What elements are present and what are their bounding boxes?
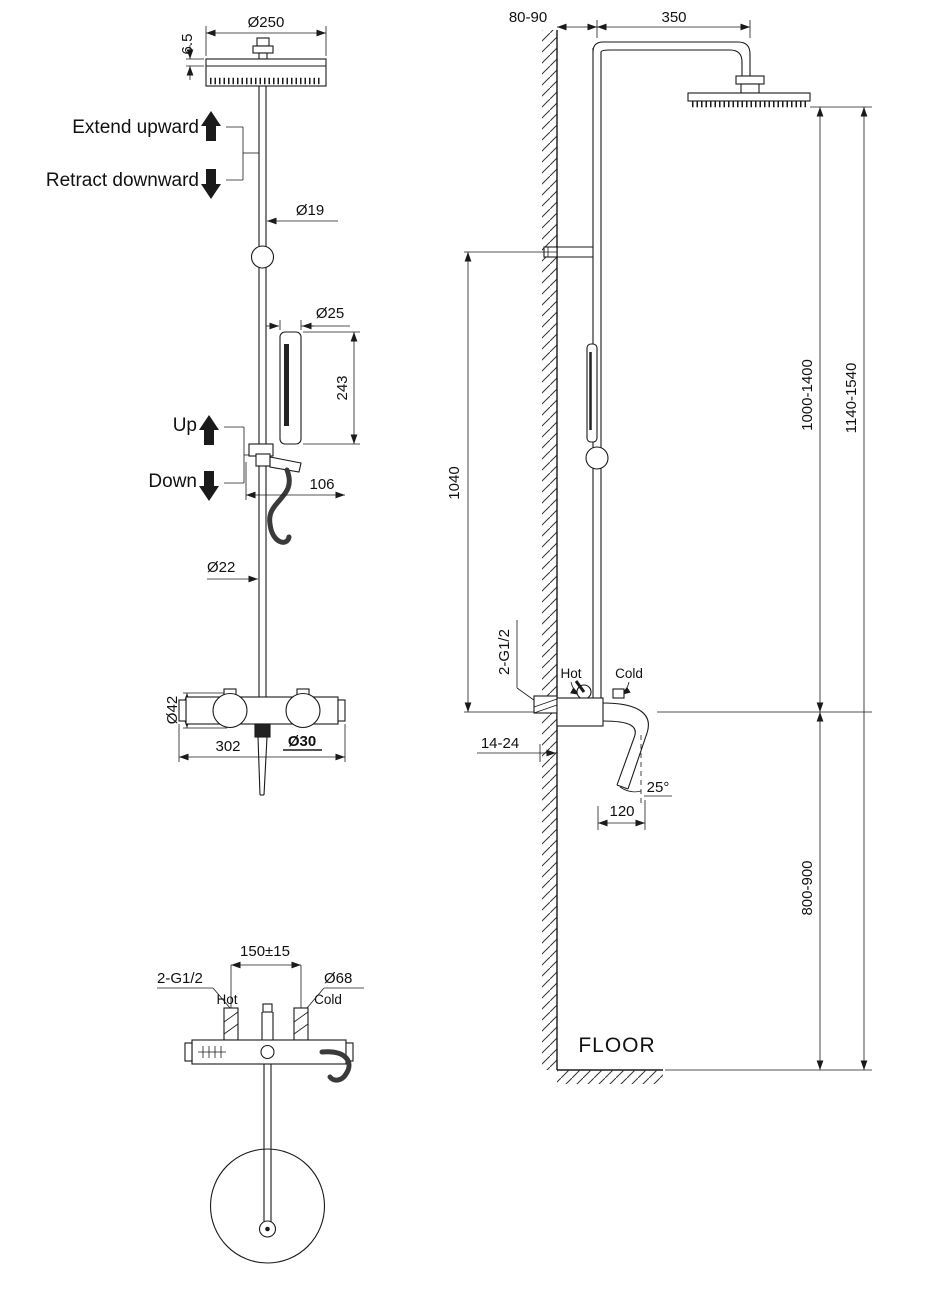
cold-label-side: Cold	[615, 666, 643, 681]
dim-120-label: 120	[609, 803, 634, 820]
slider-ring-front	[250, 245, 275, 269]
dim-14-24-label: 14-24	[481, 735, 519, 752]
dim-dia42-label: Ø42	[164, 696, 181, 724]
dim-dia30: Ø30	[283, 733, 322, 751]
right-dimensions: 1000-1400 800-900 1140-1540	[657, 106, 872, 1071]
dim-g12-top-label: 2-G1/2	[157, 970, 203, 987]
cold-inlet-fitting	[293, 1007, 309, 1041]
hand-shower-holder	[248, 443, 302, 545]
hot-cold-side: Hot Cold	[560, 666, 643, 696]
dim-243-label: 243	[334, 375, 351, 400]
floor-label: FLOOR	[578, 1034, 655, 1057]
dim-25deg: 25°	[619, 735, 672, 806]
spout-top-view	[319, 1049, 352, 1083]
riser-pipe-front	[258, 86, 267, 697]
overhead-shower-side	[687, 75, 811, 108]
hot-label-top: Hot	[216, 992, 237, 1007]
dim-g12-side: 2-G1/2	[496, 620, 539, 704]
riser-pipe-side	[592, 41, 751, 700]
dim-6-5-label: 6.5	[179, 34, 196, 55]
dim-800-900-label: 800-900	[799, 860, 816, 915]
riser-connection-top	[261, 1003, 274, 1040]
up-arrow-icon	[199, 415, 219, 445]
dim-dia22-label: Ø22	[207, 559, 235, 576]
dim-106-label: 106	[309, 476, 334, 493]
dim-6-5: 6.5	[179, 34, 204, 80]
dim-350: 350	[597, 9, 751, 38]
cold-valve-front	[285, 692, 321, 729]
dim-150-label: 150±15	[240, 943, 290, 960]
dim-302-label: 302	[215, 738, 240, 755]
extend-upward-label: Extend upward	[72, 117, 199, 138]
dim-1040-label: 1040	[446, 466, 463, 499]
dim-25deg-label: 25°	[647, 779, 670, 796]
hot-valve-front	[212, 692, 248, 729]
hot-inlet-fitting	[223, 1007, 239, 1041]
overhead-shower-top-view	[209, 1064, 326, 1264]
down-label: Down	[148, 471, 197, 492]
dim-1040: 1040	[446, 251, 557, 713]
floor-section: FLOOR	[557, 1034, 663, 1084]
dim-1140-1540-label: 1140-1540	[843, 363, 860, 434]
cold-label-top: Cold	[314, 992, 342, 1007]
dim-dia250-label: Ø250	[248, 14, 285, 31]
front-view: Ø250 6.5 Extend upward Retract downward …	[46, 14, 360, 796]
dim-dia250: Ø250	[205, 14, 327, 56]
dim-120: 120	[597, 800, 646, 830]
wall-section	[542, 30, 558, 1070]
slider-ring-side	[585, 446, 609, 470]
side-view: FLOOR 80-90 350	[446, 9, 872, 1084]
down-arrow-icon	[201, 169, 221, 199]
dim-dia68-label: Ø68	[324, 970, 352, 987]
dim-dia19-label: Ø19	[296, 202, 324, 219]
dim-dia22: Ø22	[207, 559, 258, 583]
dim-dia19: Ø19	[267, 202, 338, 225]
dim-80-90-label: 80-90	[509, 9, 547, 26]
hand-shower-side	[585, 343, 609, 470]
dim-dia25: Ø25	[266, 305, 350, 330]
mixer-front	[178, 688, 346, 796]
dim-80-90: 80-90	[509, 9, 598, 38]
dim-350-label: 350	[661, 9, 686, 26]
diverter-front	[254, 723, 271, 738]
down-arrow-icon	[199, 471, 219, 501]
hand-shower-front	[279, 331, 302, 445]
hand-shower-face	[284, 344, 289, 426]
dim-g12-side-label: 2-G1/2	[496, 629, 513, 675]
dim-302: 302	[178, 724, 346, 762]
dim-dia68: Ø68	[306, 970, 364, 1009]
dim-g12-top: 2-G1/2	[157, 970, 231, 1009]
dim-1000-1400-label: 1000-1400	[799, 359, 816, 431]
retract-downward-label: Retract downward	[46, 170, 199, 191]
dim-106: 106	[245, 462, 345, 500]
up-arrow-icon	[201, 111, 221, 141]
hot-label-side: Hot	[560, 666, 581, 681]
holder-lever	[269, 456, 302, 473]
wall-supply-fitting	[533, 695, 558, 714]
dim-150: 150±15	[230, 943, 302, 1008]
dim-14-24: 14-24	[477, 735, 556, 762]
shower-hose-front	[267, 467, 292, 545]
extend-retract-annotation: Extend upward Retract downward	[46, 111, 259, 199]
overhead-shower-front	[205, 37, 327, 87]
up-down-annotation: Up Down	[148, 415, 253, 501]
mixer-side	[556, 680, 649, 790]
dim-dia25-label: Ø25	[316, 305, 344, 322]
mixer-top-view	[184, 1039, 354, 1083]
dim-243: 243	[303, 331, 360, 445]
dim-dia30-label: Ø30	[288, 733, 316, 750]
top-view: 150±15 2-G1/2 Ø68 Hot Cold	[157, 943, 364, 1264]
up-label: Up	[173, 415, 197, 436]
